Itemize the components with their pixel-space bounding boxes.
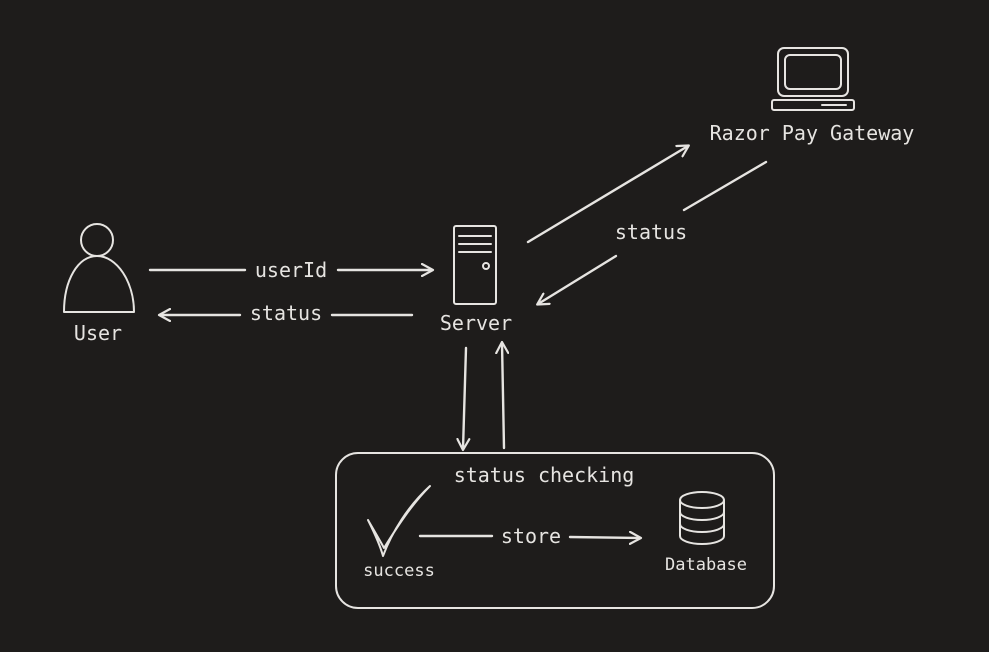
user-node: User: [63, 223, 135, 345]
gateway-label: Razor Pay Gateway: [710, 121, 915, 145]
database-node: Database: [665, 491, 747, 575]
edge-gateway-to-server: status: [538, 160, 768, 304]
group-frame: [335, 452, 775, 609]
database-icon: [679, 491, 725, 545]
edge-success-to-database: store: [418, 524, 640, 548]
status-checking-group: status checking success store Database: [335, 452, 775, 609]
edge-server-to-group: [463, 346, 466, 449]
edge-group-to-server: [502, 343, 504, 450]
edge-label-userid: userId: [255, 258, 327, 282]
edge-server-to-gateway: [526, 146, 688, 244]
success-node: success: [363, 485, 435, 581]
group-label: status checking: [454, 463, 635, 487]
success-label: success: [363, 561, 435, 581]
checkmark-icon: [367, 485, 431, 557]
edge-label-store: store: [501, 524, 561, 548]
edge-server-to-user: status: [160, 301, 414, 325]
server-label: Server: [440, 311, 512, 335]
computer-icon: [771, 47, 855, 111]
edge-label-status-user: status: [250, 301, 322, 325]
server-node: Server: [440, 225, 512, 335]
user-label: User: [74, 321, 122, 345]
person-icon: [63, 223, 135, 313]
gateway-node: Razor Pay Gateway: [710, 47, 915, 145]
edge-label-status-gateway: status: [615, 220, 687, 244]
server-icon: [453, 225, 497, 305]
database-label: Database: [665, 555, 747, 575]
edge-user-to-server: userId: [148, 258, 432, 282]
